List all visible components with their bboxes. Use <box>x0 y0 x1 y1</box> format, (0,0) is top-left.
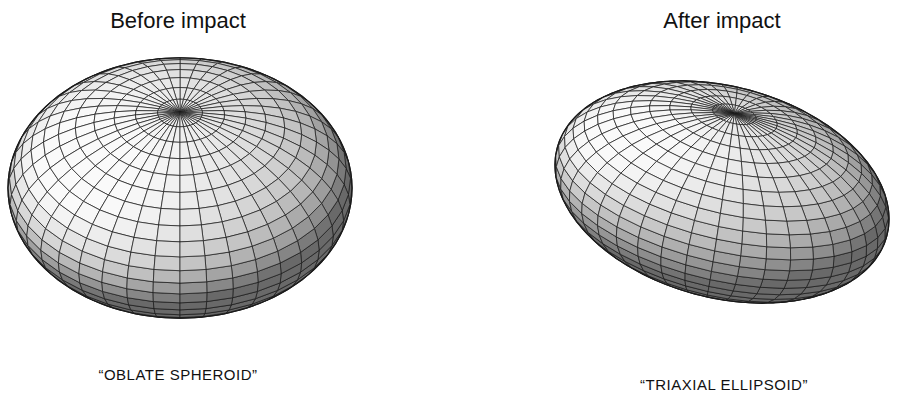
grid-cell <box>733 114 736 124</box>
grid-cell <box>763 270 790 281</box>
grid-cell <box>154 256 180 271</box>
grid-cell <box>180 293 207 303</box>
grid-cell <box>180 142 190 159</box>
grid-cell <box>226 232 252 252</box>
grid-cell <box>161 192 180 210</box>
grid-cell <box>136 106 159 110</box>
grid-cell <box>248 224 274 246</box>
grid-cell <box>732 123 739 135</box>
grid-cell <box>676 188 702 208</box>
grid-cell <box>713 108 735 113</box>
grid-cell <box>193 173 212 192</box>
grid-cell <box>153 269 180 283</box>
grid-cell <box>698 194 722 213</box>
grid-cell <box>159 208 180 225</box>
grid-cell <box>180 158 193 175</box>
grid-cell <box>153 282 180 294</box>
grid-cell <box>180 112 184 126</box>
grid-cell <box>180 225 203 242</box>
grid-cell <box>203 237 229 255</box>
grid-cell <box>167 158 180 175</box>
grid-cell <box>765 259 791 271</box>
grid-cell <box>787 220 811 234</box>
grid-cell <box>170 112 180 126</box>
grid-cell <box>741 161 758 177</box>
body-rim <box>555 81 889 303</box>
grid-cell <box>148 173 167 192</box>
grid-cell <box>155 241 180 257</box>
grid-cell <box>764 206 787 221</box>
grid-cell <box>734 114 751 124</box>
grid-cell <box>783 206 806 221</box>
grid-cell <box>790 259 814 271</box>
grid-cell <box>180 269 207 283</box>
grid-cell <box>784 280 810 289</box>
grid-cell <box>761 192 783 207</box>
grid-cell <box>713 107 734 114</box>
body-outline <box>8 58 352 318</box>
grid-cell <box>766 234 790 248</box>
grid-cell <box>158 109 180 113</box>
grid-cell <box>180 192 199 210</box>
grid-cell <box>670 106 691 110</box>
grid-cell <box>180 127 187 143</box>
grid-cell <box>180 282 207 294</box>
grid-cell <box>787 270 812 280</box>
grid-cell <box>173 127 180 143</box>
grid-cell <box>180 208 201 225</box>
grid-cell <box>650 101 672 106</box>
grid-cell <box>765 220 789 235</box>
grid-cell <box>173 112 180 126</box>
grid-cell <box>720 200 743 218</box>
grid-cell <box>157 225 180 242</box>
grid-cell <box>153 293 180 303</box>
grid-cell <box>730 134 740 148</box>
grid-cell <box>180 112 190 126</box>
grid-cell <box>713 111 735 114</box>
grid-cell <box>743 204 765 221</box>
grid-cell <box>164 175 180 193</box>
grid-cell <box>180 175 196 193</box>
grid-cell <box>713 110 735 114</box>
oblate-spheroid-wireframe <box>8 58 352 318</box>
grid-cell <box>201 106 224 110</box>
grid-cell <box>196 189 217 208</box>
body-outline <box>555 81 889 303</box>
grid-cell <box>180 112 187 126</box>
grid-cell <box>742 175 761 191</box>
grid-cell <box>789 234 813 248</box>
grid-cell <box>180 109 202 113</box>
grid-cell <box>142 189 163 208</box>
grid-cell <box>170 142 180 159</box>
grid-cell <box>108 232 134 252</box>
panel-heading: After impact <box>663 8 780 34</box>
grid-cell <box>790 247 813 260</box>
grid-cell <box>743 189 764 206</box>
grid-cell <box>176 112 180 126</box>
grid-cell <box>131 237 157 255</box>
panel-heading: Before impact <box>110 8 246 34</box>
grid-cell <box>766 247 790 260</box>
triaxial-ellipsoid-wireframe <box>555 81 889 303</box>
grid-cell <box>87 224 113 246</box>
grid-cell <box>180 256 206 271</box>
grid-cell <box>760 279 787 288</box>
shape-caption: “OBLATE SPHEROID” <box>98 366 257 383</box>
shape-caption: “TRIAXIAL ELLIPSOID” <box>640 376 808 393</box>
grid-cell <box>740 148 754 163</box>
body-rim <box>8 58 352 318</box>
grid-cell <box>180 241 205 257</box>
